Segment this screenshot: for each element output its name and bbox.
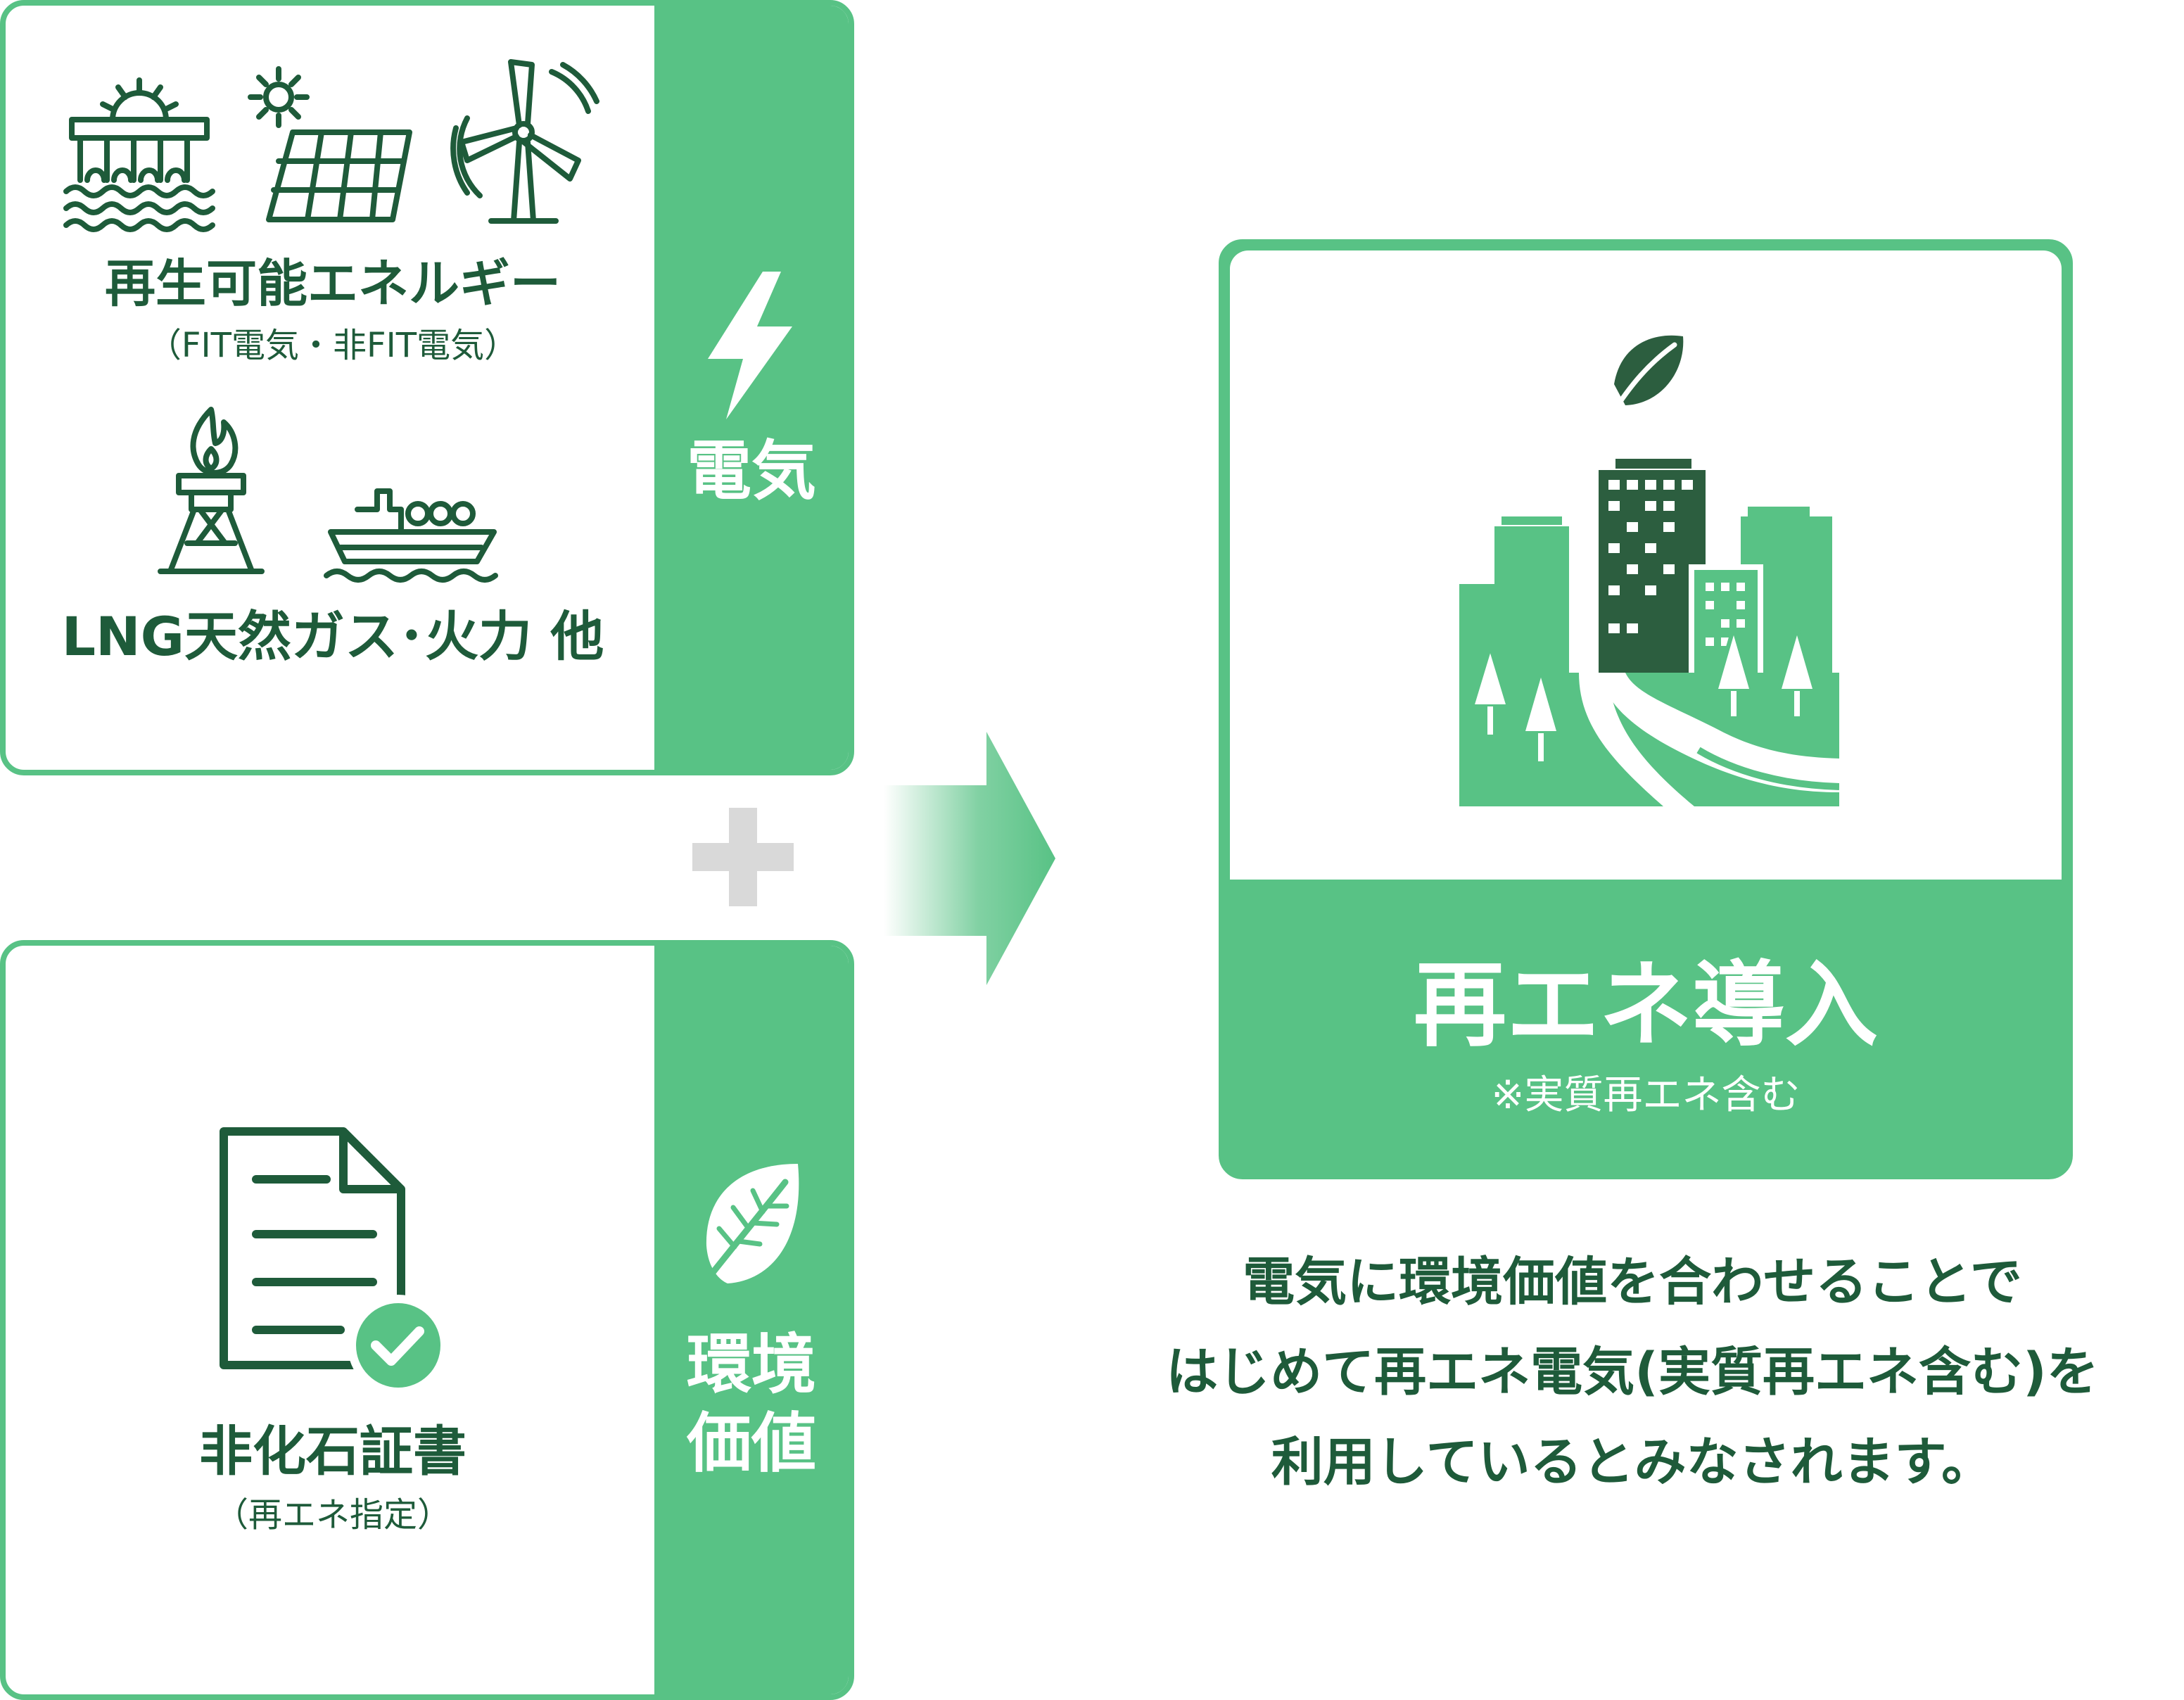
environment-card: 環境 価値 非化石証書 （再エネ指定） (0, 940, 854, 1700)
electricity-band: 電気 (654, 6, 849, 770)
result-illustration-area (1230, 250, 2062, 880)
certificate-subtitle: （再エネ指定） (214, 1495, 451, 1535)
environment-label: 環境 価値 (686, 1327, 816, 1481)
wind-turbine-icon (450, 59, 599, 224)
fossil-title: LNG天然ガス･火力 他 (61, 605, 604, 668)
green-city-icon (1459, 335, 1839, 806)
plus-icon (692, 808, 794, 906)
lng-tanker-ship-icon (324, 488, 498, 583)
right-arrow-icon (884, 732, 1055, 985)
result-title: 再エネ導入 (1414, 951, 1878, 1060)
caption-line-2: はじめて再エネ電気(実質再エネ含む)を (1166, 1342, 2099, 1402)
electricity-label: 電気 (686, 433, 816, 509)
certificate-title: 非化石証書 (199, 1420, 466, 1483)
result-card: 再エネ導入 ※実質再エネ含む (1219, 239, 2073, 1179)
environment-band: 環境 価値 (654, 946, 849, 1694)
leaf-icon (697, 1164, 799, 1290)
certificate-document-check-icon (220, 1127, 449, 1396)
gas-flare-tower-icon (158, 407, 265, 574)
caption-line-3: 利用しているとみなされます。 (1271, 1432, 1994, 1492)
lightning-bolt-icon (708, 272, 792, 419)
caption-line-1: 電気に環境価値を合わせることで (1243, 1252, 2022, 1312)
renewable-title: 再生可能エネルギー (104, 254, 561, 313)
solar-panel-icon (248, 66, 412, 222)
renewable-subtitle: （FIT電気・非FIT電気） (147, 326, 519, 365)
hydro-dam-icon (63, 77, 215, 232)
electricity-card: 電気 再生可能エネルギー （FIT電気・非FIT電気） (0, 0, 854, 775)
result-note: ※実質再エネ含む (1491, 1072, 1801, 1118)
